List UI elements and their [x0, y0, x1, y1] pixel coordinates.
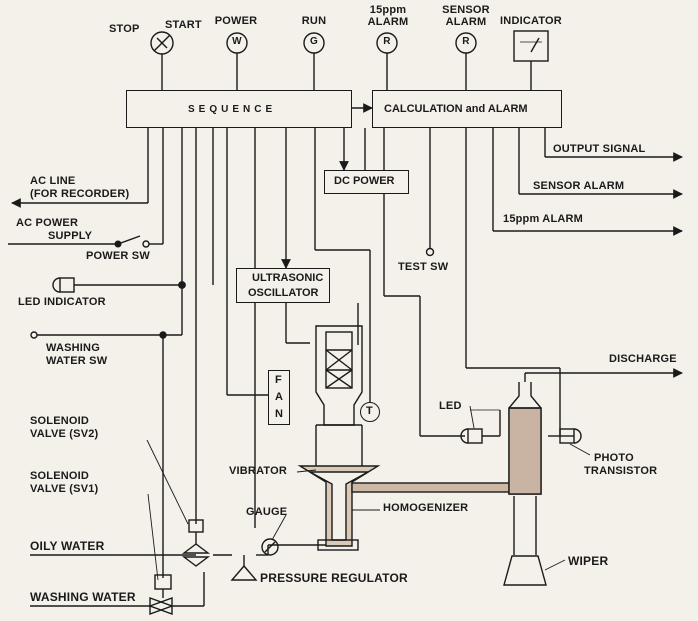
pressure-regulator-icon — [230, 555, 258, 581]
led-label: LED — [439, 400, 462, 412]
solenoid-valve-sv2-icon — [181, 519, 211, 567]
alarm-15ppm-label-2: ALARM — [367, 16, 409, 28]
oily-water-label: OILY WATER — [30, 539, 105, 553]
start-label: START — [165, 19, 202, 31]
sensor-alarm-label-1: SENSOR — [442, 4, 490, 16]
power-sw-label: POWER SW — [86, 250, 150, 262]
wiper-label: WIPER — [568, 554, 609, 568]
solenoid-valve-sv1-icon — [147, 574, 175, 615]
measuring-cell-icon — [503, 382, 547, 586]
vibrator-horn-icon — [315, 325, 363, 466]
sequence-label: SEQUENCE — [188, 104, 277, 115]
alarm-15ppm-label-1: 15ppm — [369, 4, 407, 16]
ultrasonic-label-2: OSCILLATOR — [248, 287, 319, 299]
stop-label: STOP — [109, 23, 140, 35]
led-indicator-icon — [52, 277, 182, 293]
indicator-label: INDICATOR — [500, 15, 562, 27]
run-lamp-icon — [303, 32, 325, 90]
sequence-block — [126, 90, 352, 128]
solenoid-sv1-label-2: VALVE (SV1) — [30, 483, 99, 495]
power-lamp-symbol: W — [232, 36, 242, 47]
washing-water-sw-label-2: WATER SW — [46, 355, 108, 367]
photo-transistor-label-1: PHOTO — [594, 452, 634, 464]
calculation-alarm-block — [372, 90, 562, 128]
photo-transistor-label-2: TRANSISTOR — [584, 465, 658, 477]
homogenizer-vessel-icon — [297, 465, 381, 551]
ultrasonic-label-1: ULTRASONIC — [252, 272, 324, 284]
pressure-regulator-label: PRESSURE REGULATOR — [260, 571, 408, 585]
stop-start-switch-icon — [150, 31, 174, 90]
run-label: RUN — [301, 15, 327, 27]
test-sw-label: TEST SW — [398, 261, 449, 273]
dc-power-label: DC POWER — [334, 175, 395, 187]
fan-label-a: A — [275, 391, 283, 403]
power-lamp-icon — [226, 32, 248, 90]
sensor-alarm-label-2: ALARM — [445, 16, 487, 28]
ultrasonic-oscillator-block — [236, 268, 330, 303]
vibrator-label: VIBRATOR — [229, 465, 288, 477]
sensor-alarm-output-label: SENSOR ALARM — [533, 180, 625, 192]
ac-power-supply-label-2: SUPPLY — [48, 230, 93, 242]
fan-label-n: N — [275, 408, 283, 420]
solenoid-sv2-label-2: VALVE (SV2) — [30, 428, 99, 440]
washing-water-sw-label-1: WASHING — [46, 342, 100, 354]
dc-power-block — [324, 170, 409, 194]
solenoid-sv2-label-1: SOLENOID — [30, 415, 90, 427]
discharge-label: DISCHARGE — [609, 353, 677, 365]
alarm-15ppm-lamp-icon — [376, 32, 398, 90]
sensor-alarm-lamp-symbol: R — [462, 36, 470, 47]
led-emitter-icon — [460, 410, 501, 444]
output-signal-label: OUTPUT SIGNAL — [553, 143, 646, 155]
calculation-alarm-label: CALCULATION and ALARM — [384, 103, 528, 115]
washing-water-label: WASHING WATER — [30, 590, 136, 604]
temperature-sensor-label: T — [366, 405, 373, 417]
power-label: POWER — [214, 15, 258, 27]
solenoid-sv1-label-1: SOLENOID — [30, 470, 90, 482]
gauge-icon — [261, 538, 279, 556]
indicator-meter-icon — [513, 30, 549, 90]
ac-line-label-1: AC LINE — [30, 175, 76, 187]
sensor-alarm-lamp-icon — [455, 32, 477, 90]
run-lamp-symbol: G — [310, 36, 318, 47]
fan-label-f: F — [275, 374, 282, 386]
alarm-15ppm-output-label: 15ppm ALARM — [503, 213, 584, 225]
fan-block — [268, 370, 290, 425]
temperature-sensor — [360, 402, 380, 422]
led-indicator-label: LED INDICATOR — [18, 296, 106, 308]
alarm-15ppm-lamp-symbol: R — [383, 36, 391, 47]
ac-line-label-2: (FOR RECORDER) — [30, 188, 130, 200]
gauge-label: GAUGE — [246, 506, 288, 518]
ac-power-supply-label-1: AC POWER — [16, 217, 79, 229]
homogenizer-label: HOMOGENIZER — [383, 502, 469, 514]
